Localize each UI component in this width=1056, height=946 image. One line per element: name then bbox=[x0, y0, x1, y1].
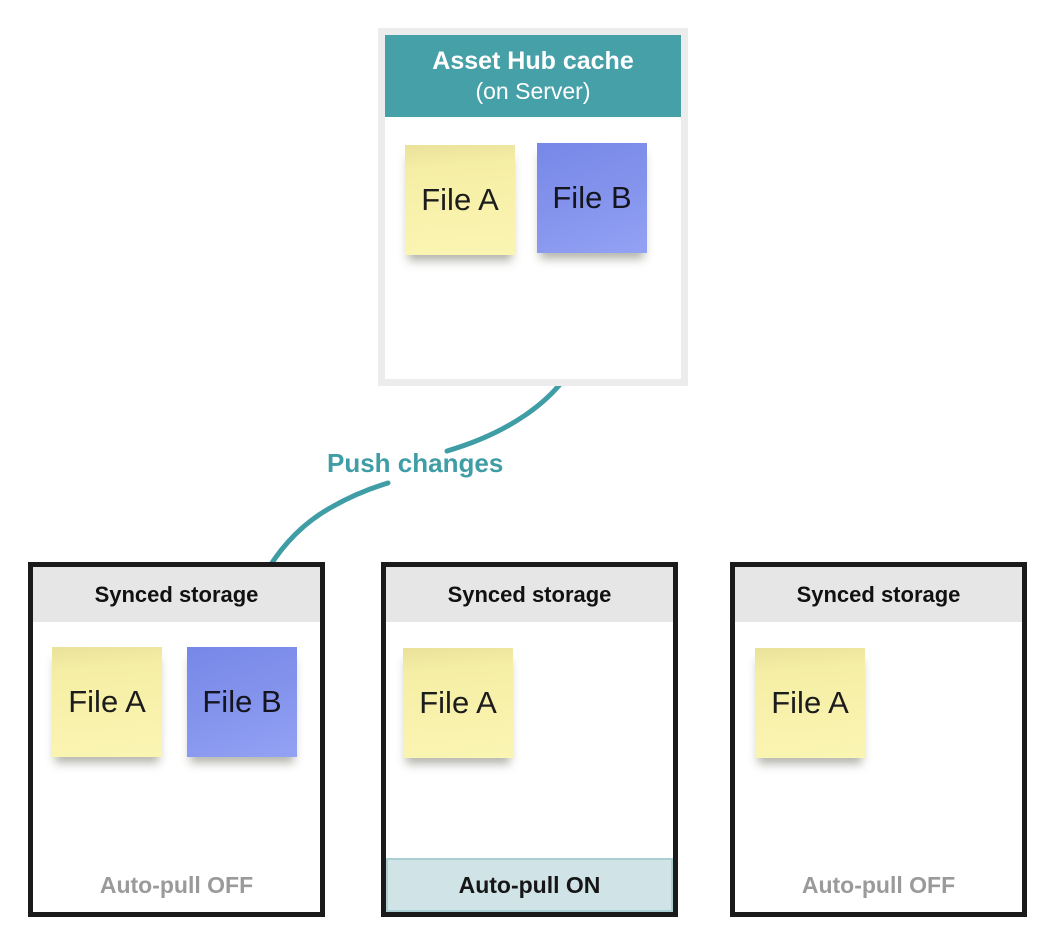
server-box: Asset Hub cache (on Server) File A File … bbox=[378, 28, 688, 386]
auto-pull-status: Auto-pull OFF bbox=[801, 871, 956, 898]
server-box-subtitle: (on Server) bbox=[475, 78, 591, 105]
sticky-note-file-a: File A bbox=[52, 647, 162, 757]
sticky-note-file-a: File A bbox=[755, 648, 865, 758]
storage-header: Synced storage bbox=[386, 567, 673, 622]
sticky-note-file-a: File A bbox=[403, 648, 513, 758]
storage-header: Synced storage bbox=[33, 567, 320, 622]
server-box-title: Asset Hub cache bbox=[432, 46, 634, 75]
sticky-note-file-b: File B bbox=[187, 647, 297, 757]
synced-storage-box-left: Synced storage File A File B Auto-pull O… bbox=[28, 562, 325, 917]
synced-storage-box-middle: Synced storage File A Auto-pull ON bbox=[381, 562, 678, 917]
push-changes-label: Push changes bbox=[327, 448, 504, 478]
auto-pull-status: Auto-pull ON bbox=[386, 858, 673, 912]
server-box-header: Asset Hub cache (on Server) bbox=[385, 35, 681, 117]
sticky-note-file-b: File B bbox=[537, 143, 647, 253]
sticky-note-file-a: File A bbox=[405, 145, 515, 255]
synced-storage-box-right: Synced storage File A Auto-pull OFF bbox=[730, 562, 1027, 917]
auto-pull-status: Auto-pull OFF bbox=[99, 871, 254, 898]
storage-header: Synced storage bbox=[735, 567, 1022, 622]
